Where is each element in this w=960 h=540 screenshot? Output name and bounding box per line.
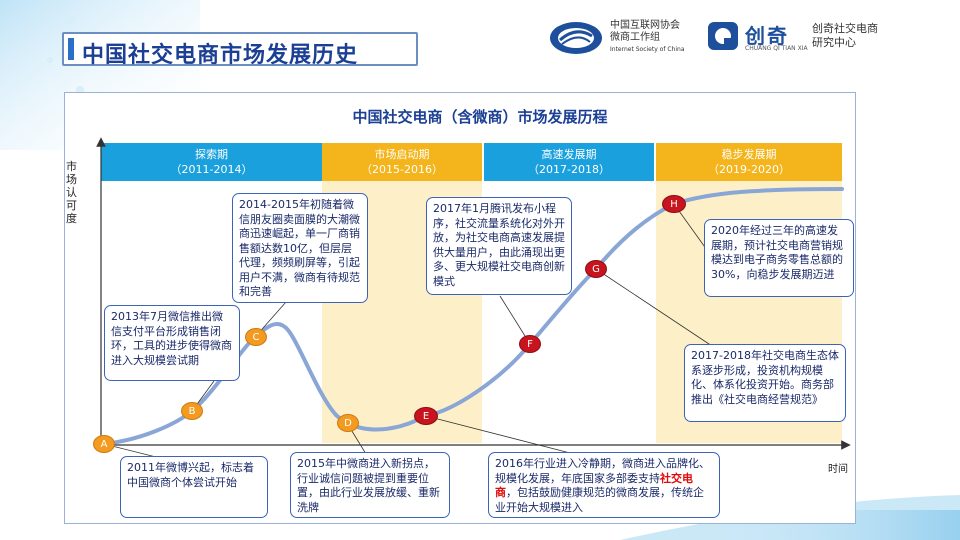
- callout-b: 2013年7月微信推出微信支付平台形成销售闭环，工具的进步使得微商进入大规模尝试…: [104, 305, 240, 381]
- chuangqi-logo-name: 创奇: [745, 24, 789, 48]
- phase-name: 探索期: [195, 148, 228, 161]
- callout-c: 2014-2015年初随着微信朋友圈卖面膜的大潮微商迅速崛起，单一厂商销售额达数…: [232, 193, 368, 303]
- y-axis-char: 场: [66, 173, 77, 186]
- research-center-line2: 研究中心: [812, 36, 856, 49]
- node-a: A: [93, 435, 115, 453]
- callout-e: 2016年行业进入冷静期，微商进入品牌化、规模化发展，年底国家多部委支持社交电商…: [488, 452, 720, 518]
- market-curve: [102, 187, 844, 446]
- connector-g: [595, 268, 713, 347]
- callout-e-highlight: 社交电商: [495, 471, 693, 500]
- phase-name: 稳步发展期: [721, 148, 777, 161]
- isc-name-line1: 中国互联网协会: [610, 20, 680, 31]
- phase-header-stable: 稳步发展期 （2019-2020）: [656, 143, 842, 181]
- chuangqi-english-name: CHUANG QI TIAN XIA: [745, 45, 808, 52]
- isc-logo-text: 中国互联网协会 微商工作组: [610, 20, 680, 44]
- research-center-line1: 创奇社交电商: [812, 22, 878, 35]
- phase-range: （2017-2018）: [528, 163, 610, 176]
- research-center-name: 创奇社交电商 研究中心: [812, 22, 892, 50]
- phase-range: （2019-2020）: [708, 163, 790, 176]
- node-g: G: [585, 260, 607, 278]
- y-axis-char: 度: [66, 212, 77, 225]
- node-b: B: [181, 402, 203, 420]
- callout-e-text: 2016年行业进入冷静期，微商进入品牌化、规模化发展，年底国家多部委支持: [495, 457, 710, 485]
- chuangqi-logo-icon: [708, 22, 738, 50]
- phase-header-rapid-growth: 高速发展期 （2017-2018）: [484, 143, 654, 181]
- slide-title-box: 中国社交电商市场发展历史: [62, 32, 418, 68]
- node-f: F: [519, 335, 541, 353]
- node-h: H: [662, 195, 686, 213]
- title-accent-bar: [68, 38, 74, 60]
- slide-title: 中国社交电商市场发展历史: [82, 43, 359, 68]
- callout-h: 2020年经过三年的高速发展期，预计社交电商营销规模达到电子商务零售总额的30%…: [704, 219, 854, 297]
- callout-e-text-end: ，包括鼓励健康规范的微商发展，传统企业开始大规模进入: [495, 486, 704, 514]
- callout-d: 2015年中微商进入新拐点，行业诚信问题被提到重要位置，由此行业发展放缓、重新洗…: [290, 452, 450, 518]
- callout-g: 2017-2018年社交电商生态体系逐步形成，投资机构规模化、体系化投资开始。商…: [684, 344, 846, 422]
- connector-e: [425, 415, 575, 455]
- callout-a: 2011年微博兴起，标志着中国微商个体尝试开始: [120, 456, 268, 518]
- isc-logo-icon: [550, 22, 602, 54]
- phase-header-launch: 市场启动期 （2015-2016）: [322, 143, 482, 181]
- y-axis-char: 认: [66, 186, 77, 199]
- phase-range: （2011-2014）: [170, 163, 253, 176]
- node-d: D: [337, 414, 359, 432]
- phase-header-exploration: 探索期 （2011-2014）: [101, 143, 322, 181]
- phase-name: 高速发展期: [541, 148, 597, 161]
- phase-range: （2015-2016）: [361, 163, 443, 176]
- y-axis-char: 可: [66, 199, 77, 212]
- x-axis-label: 时间: [828, 464, 848, 475]
- callout-f: 2017年1月腾讯发布小程序，社交流量系统化对外开放，为社交电商高速发展提供大量…: [426, 197, 572, 295]
- phase-name: 市场启动期: [374, 148, 430, 161]
- node-e: E: [414, 407, 438, 425]
- y-axis-char: 市: [66, 160, 77, 173]
- diagram-title: 中国社交电商（含微商）市场发展历程: [352, 108, 608, 126]
- isc-english-name: Internet Society of China: [610, 46, 685, 53]
- isc-name-line2: 微商工作组: [610, 32, 660, 43]
- y-axis-label: 市 场 认 可 度: [66, 160, 78, 225]
- node-c: C: [245, 328, 267, 346]
